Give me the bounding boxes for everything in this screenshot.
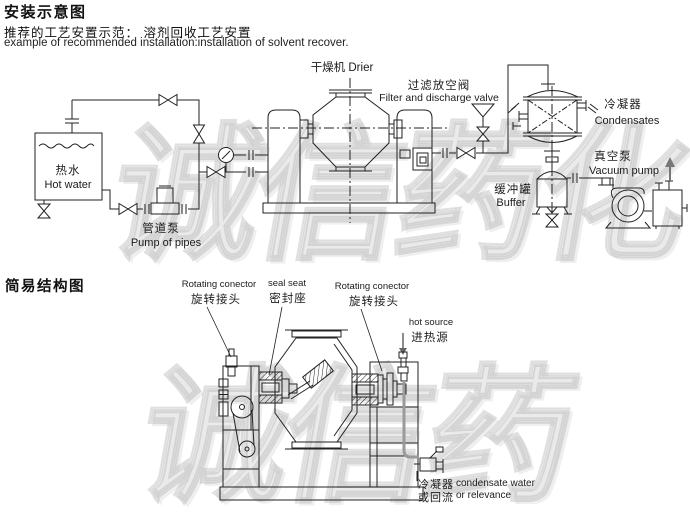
filter-valve-label-cn: 过滤放空阀: [408, 78, 471, 92]
vacuum-label-cn: 真空泵: [594, 149, 632, 163]
filter-discharge-valve: [470, 103, 496, 153]
hot-water-label-cn: 热水: [56, 164, 81, 177]
buffer-label-cn: 缓冲罐: [494, 182, 532, 196]
vacuum-label-en: Vacuum pump: [589, 165, 659, 177]
seal-seat-assembly: [258, 371, 314, 404]
pipe-pump-label-en: Pump of pipes: [131, 237, 202, 249]
hot-water-piping: [72, 94, 268, 215]
page-title: 安装示意图: [4, 4, 87, 21]
right-column: [369, 351, 419, 488]
buffer-label-en: Buffer: [496, 197, 525, 209]
rot-conn-left-label-cn: 旋转接头: [191, 292, 241, 306]
subtitle-en: example of recommended installation:inst…: [4, 37, 349, 49]
hot-water-tank: [34, 100, 103, 201]
separator-tank: [652, 189, 683, 227]
condensate-label-cn1: 冷凝器: [418, 477, 454, 491]
machine-base: [219, 486, 424, 501]
hot-source-label-en: hot source: [409, 317, 453, 328]
structure-diagram: Rotating conector 旋转接头 seal seat 密封座 Rot…: [182, 278, 536, 504]
tank-drain-valve: [36, 200, 52, 219]
dryer-base: [262, 202, 436, 214]
vacuum-pump: [567, 157, 688, 229]
condenser: [507, 86, 599, 168]
rot-conn-right-label-cn: 旋转接头: [349, 294, 399, 308]
subtitle-cn: 推荐的工艺安置示范： 溶剂回收工艺安置: [4, 26, 252, 40]
section2-title: 简易结构图: [5, 279, 85, 295]
rot-conn-right-label-en: Rotating conector: [335, 281, 409, 292]
installation-diagram: 干燥机 Drier 过滤放空阀 Filter and discharge val…: [34, 60, 688, 249]
rot-conn-left-label-en: Rotating conector: [182, 279, 256, 290]
condensate-label-cn2: 或回流: [418, 490, 454, 504]
hot-source-label-cn: 进热源: [411, 330, 449, 344]
leader-lines: [206, 306, 383, 376]
seal-seat-label-cn: 密封座: [269, 291, 307, 305]
seal-seat-label-en: seal seat: [268, 278, 306, 289]
structure-vessel: [274, 329, 358, 450]
buffer-tank: [532, 166, 572, 228]
condensate-label-en2: or relevance: [456, 490, 511, 501]
rotary-joint-right: [351, 372, 407, 406]
left-drive-assembly: [218, 348, 260, 488]
dryer: [252, 78, 448, 223]
filter-valve-label-en: Filter and discharge valve: [379, 92, 499, 104]
control-box: [412, 147, 433, 171]
double-cone-vessel: [312, 96, 390, 168]
condensate-label-en1: condensate water: [456, 478, 536, 489]
hot-water-label-en: Hot water: [44, 179, 91, 191]
discharge-line: [432, 64, 555, 159]
pipe-pump-label-cn: 管道泵: [142, 221, 180, 235]
condenser-label-en: Condensates: [595, 115, 660, 127]
pipe-pump: [150, 185, 199, 215]
rotary-joint-left: [225, 348, 238, 377]
dryer-right-stand: [396, 109, 433, 203]
jacket-inlet-plate: [301, 359, 335, 389]
drier-label: 干燥机 Drier: [311, 60, 374, 74]
condenser-label-cn: 冷凝器: [604, 97, 642, 111]
dryer-left-stand: [267, 109, 301, 203]
exhaust-arrow: [665, 157, 675, 167]
internal-pipe: [402, 381, 419, 459]
control-box-small: [399, 149, 411, 159]
condensate-fitting: [414, 446, 444, 481]
